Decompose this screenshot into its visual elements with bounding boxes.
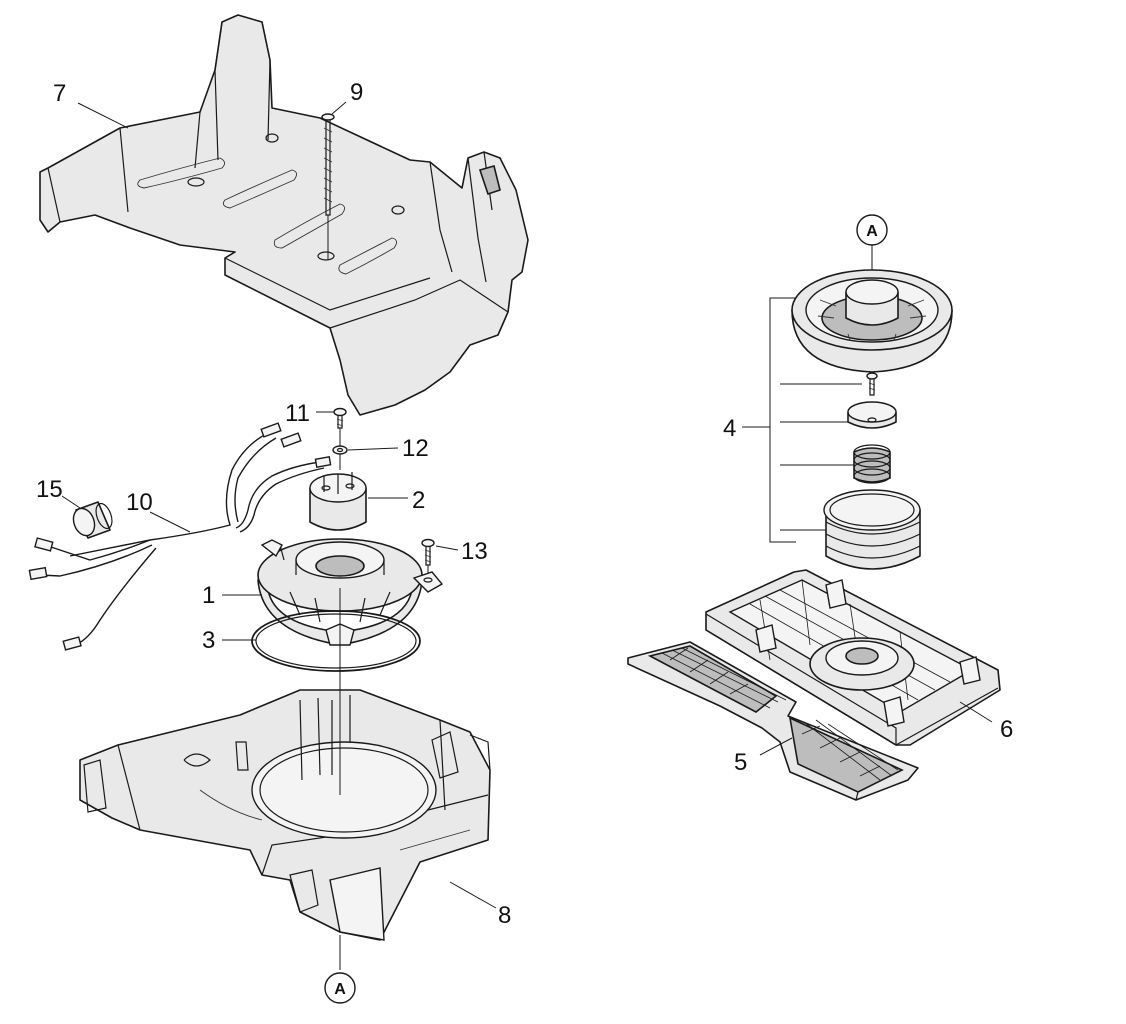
part-7-cover bbox=[39, 14, 529, 416]
part-9-long-screw bbox=[321, 113, 335, 260]
part-8-base-housing bbox=[79, 689, 491, 941]
part-5-filter-mesh bbox=[627, 641, 919, 801]
reference-mark-a-bottom: A bbox=[324, 972, 356, 1004]
leader-lines bbox=[61, 101, 993, 909]
part-11-small-screw bbox=[333, 407, 347, 446]
callout-10: 10 bbox=[126, 489, 153, 516]
callout-13: 13 bbox=[461, 538, 488, 565]
callout-7: 7 bbox=[53, 80, 66, 107]
callout-4: 4 bbox=[723, 415, 736, 442]
reference-mark-a-top-label: A bbox=[866, 223, 878, 240]
part-4-pump-assembly bbox=[742, 269, 953, 570]
callout-labels: 7 9 11 12 2 10 15 13 1 3 8 4 6 5 bbox=[36, 79, 1013, 929]
callout-11: 11 bbox=[285, 400, 310, 427]
callout-2: 2 bbox=[412, 487, 425, 514]
callout-6: 6 bbox=[1000, 716, 1013, 743]
part-6-filter-frame bbox=[705, 569, 1001, 747]
part-15-grommet bbox=[72, 501, 113, 539]
callout-9: 9 bbox=[350, 79, 363, 106]
callout-3: 3 bbox=[202, 627, 215, 654]
part-10-wiring-harness bbox=[28, 422, 332, 651]
callout-1: 1 bbox=[202, 582, 215, 609]
callout-8: 8 bbox=[498, 902, 511, 929]
part-12-washer bbox=[332, 445, 348, 470]
part-13-screw bbox=[421, 538, 435, 580]
callout-12: 12 bbox=[402, 435, 429, 462]
reference-mark-a-top: A bbox=[856, 214, 888, 288]
part-2-motor-cap bbox=[309, 472, 367, 531]
part-3-o-ring bbox=[251, 610, 421, 672]
callout-5: 5 bbox=[734, 749, 747, 776]
reference-mark-a-bottom-label: A bbox=[334, 981, 346, 998]
callout-15: 15 bbox=[36, 476, 63, 503]
